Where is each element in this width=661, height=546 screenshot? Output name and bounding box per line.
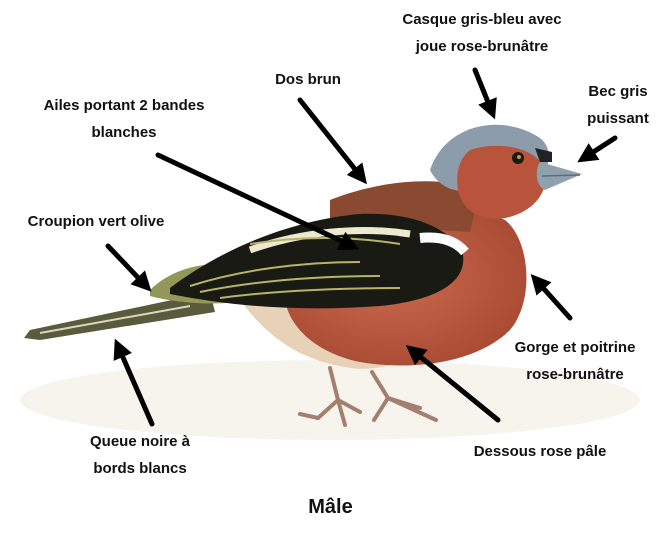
eye-ring	[517, 155, 521, 159]
label-dessous-text: Dessous rose pâle	[450, 438, 630, 465]
label-casque-line-1: Casque gris-bleu avec	[372, 6, 592, 33]
label-croupion-text: Croupion vert olive	[6, 208, 186, 235]
label-bec-line-1: Bec gris	[578, 78, 658, 105]
arrow-icon	[584, 138, 615, 158]
arrow-icon	[300, 100, 362, 178]
label-ailes-line-1: Ailes portant 2 bandes	[4, 92, 244, 119]
label-dessous: Dessous rose pâle	[450, 438, 630, 465]
arrow-icon	[158, 155, 352, 246]
beak-line	[542, 175, 580, 176]
label-casque: Casque gris-bleu avec joue rose-brunâtre	[372, 6, 592, 60]
label-dos-text: Dos brun	[258, 66, 358, 93]
arrow-icon	[536, 280, 570, 318]
label-queue-line-2: bords blancs	[50, 455, 230, 482]
label-queue-line-1: Queue noire à	[50, 428, 230, 455]
label-queue: Queue noire à bords blancs	[50, 428, 230, 482]
arrow-icon	[475, 70, 492, 112]
label-gorge: Gorge et poitrine rose-brunâtre	[490, 334, 660, 388]
label-casque-line-2: joue rose-brunâtre	[372, 33, 592, 60]
label-bec: Bec gris puissant	[578, 78, 658, 132]
label-dos: Dos brun	[258, 66, 358, 93]
label-ailes: Ailes portant 2 bandes blanches	[4, 92, 244, 146]
arrow-icon	[108, 246, 146, 286]
caption: Mâle	[0, 496, 661, 519]
label-ailes-line-2: blanches	[4, 119, 244, 146]
label-gorge-line-1: Gorge et poitrine	[490, 334, 660, 361]
label-bec-line-2: puissant	[578, 105, 658, 132]
cheek	[457, 146, 546, 219]
label-gorge-line-2: rose-brunâtre	[490, 361, 660, 388]
label-croupion: Croupion vert olive	[6, 208, 186, 235]
